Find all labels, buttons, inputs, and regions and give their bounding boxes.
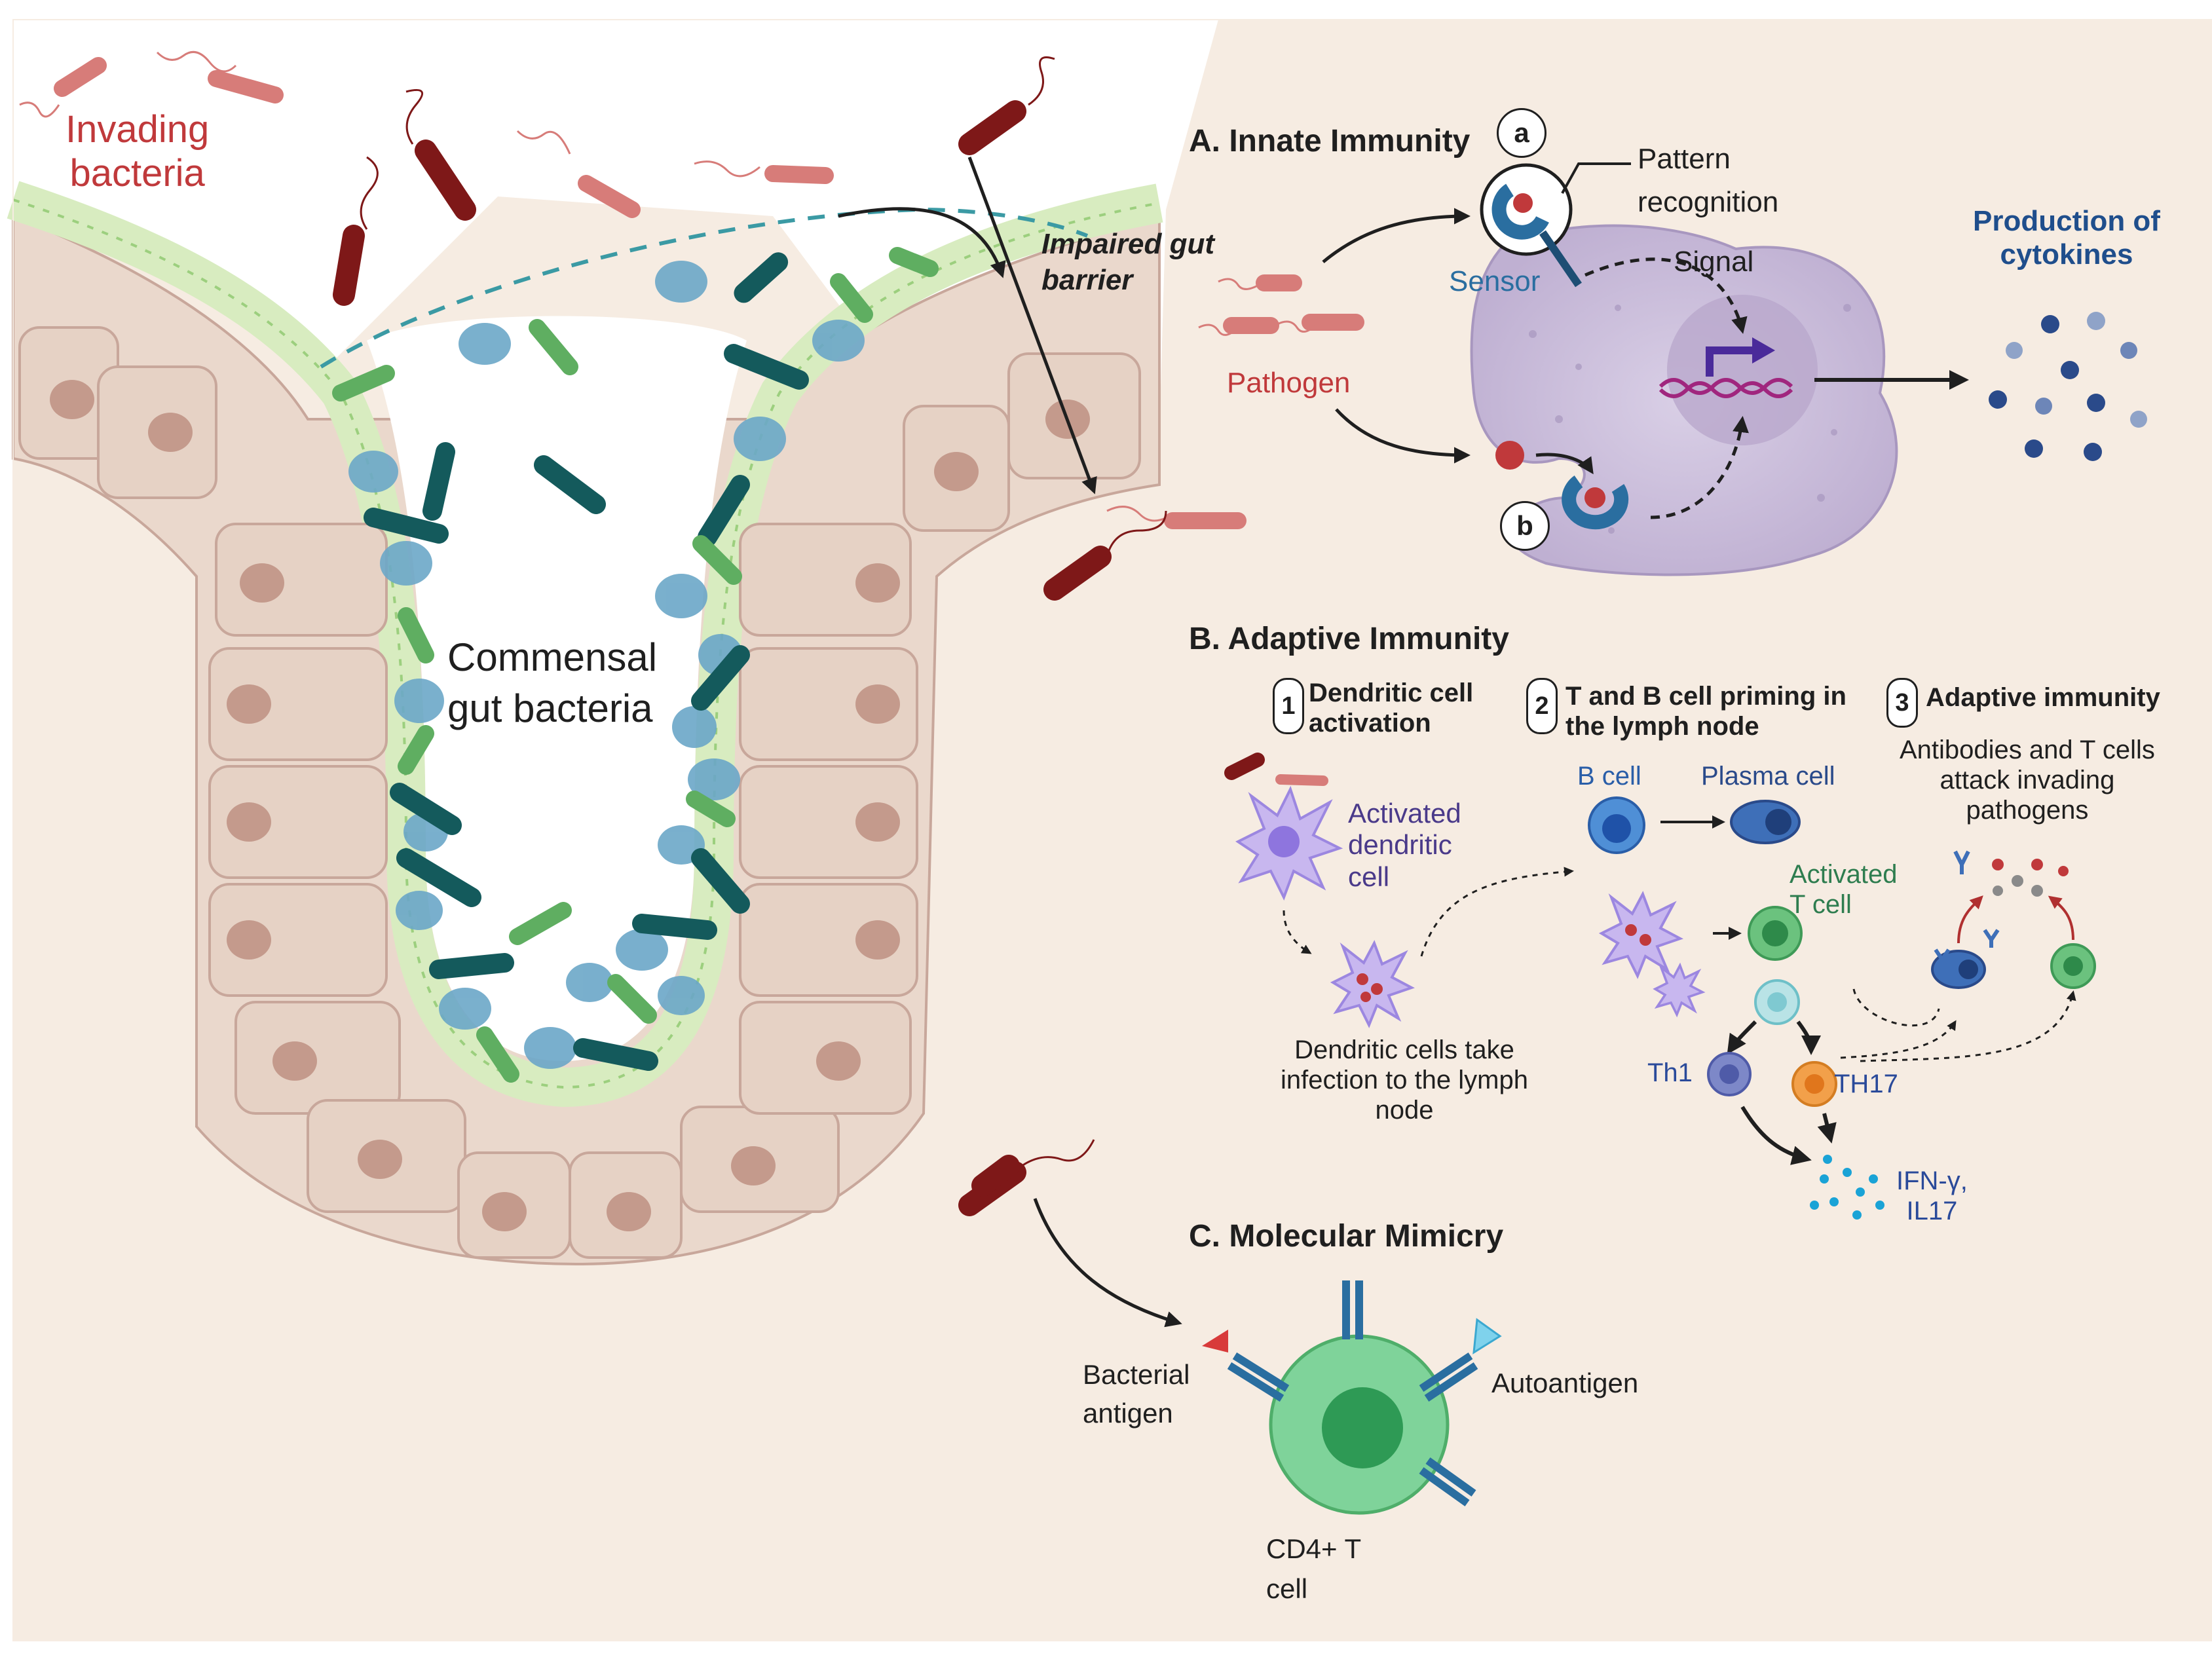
pattern-line1: Pattern [1638,143,1731,175]
b-cell-label: B cell [1577,762,1641,791]
impaired-line2: barrier [1041,264,1133,296]
commensal-label: Commensal gut bacteria [447,632,657,734]
macrophage [1470,224,1898,576]
pathogen-label: Pathogen [1227,367,1351,399]
cd4-line2: cell [1266,1573,1308,1604]
production-line2: cytokines [2000,238,2133,271]
marker-a: a [1497,108,1547,158]
invading-bacteria-label: Invading bacteria [66,108,209,195]
commensal-line1: Commensal [447,635,658,679]
dc-take-line1: Dendritic cells take [1294,1036,1514,1064]
step2-line1: T and B cell priming in [1565,682,1846,711]
production-label: Production of cytokines [1973,205,2160,271]
bacterial-antigen-line1: Bacterial [1083,1359,1190,1390]
attack-line1: Antibodies and T cells [1900,736,2155,764]
barrier-dashed-line [320,207,1089,369]
attack-label: Antibodies and T cells attack invading p… [1900,735,2155,825]
commensal-bacteria [332,247,939,1083]
th17-label: TH17 [1834,1070,1898,1098]
gut-epithelium [7,181,1163,1266]
impaired-line1: Impaired gut [1041,228,1215,260]
autoantigen-label: Autoantigen [1491,1368,1639,1398]
mimicry-artwork [971,1155,1502,1515]
impaired-barrier-label: Impaired gut barrier [1041,226,1214,298]
cd4-line1: CD4+ T [1266,1533,1362,1564]
step3-label: Adaptive immunity [1926,683,2160,712]
activated-t-line2: T cell [1790,890,1852,919]
activated-dc-line1: Activated [1348,798,1461,829]
attack-line2: attack invading [1940,766,2115,794]
bacterial-antigen-line2: antigen [1083,1397,1173,1428]
bacterial-antigen-label: Bacterial antigen [1083,1356,1190,1433]
cytokine-line2: IL17 [1906,1197,1958,1225]
th1-label: Th1 [1647,1058,1693,1087]
step3-number: 3 [1886,678,1918,728]
marker-b: b [1500,501,1550,551]
attack-line3: pathogens [1966,796,2089,825]
dc-take-label: Dendritic cells take infection to the ly… [1281,1035,1528,1125]
cytokine-dots [1989,312,2147,461]
step1-line1: Dendritic cell [1309,679,1474,707]
dc-take-line3: node [1375,1096,1434,1125]
invading-bacteria-line1: Invading [66,108,210,151]
adaptive-artwork [1224,753,2096,1220]
penetration-arrow [838,207,1006,278]
dc-take-line2: infection to the lymph [1281,1066,1528,1094]
step2-line2: the lymph node [1565,712,1759,741]
activated-dc-line3: cell [1348,861,1390,892]
step2-number: 2 [1526,678,1558,734]
commensal-line2: gut bacteria [447,686,653,730]
adaptive-title: B. Adaptive Immunity [1189,622,1509,656]
step1-number: 1 [1273,678,1304,734]
cytokine-line1: IFN-γ, [1896,1166,1968,1195]
innate-title: A. Innate Immunity [1189,124,1471,159]
invading-bacteria-line2: bacteria [69,151,205,195]
plasma-cell-label: Plasma cell [1701,762,1835,791]
mimicry-title: C. Molecular Mimicry [1189,1219,1504,1254]
step1-line2: activation [1309,709,1431,737]
cytokine-names-label: IFN-γ, IL17 [1896,1166,1968,1226]
production-line1: Production of [1973,205,2160,237]
pattern-recognition-label: Pattern recognition [1638,138,1778,224]
activated-t-line1: Activated [1790,860,1898,889]
signal-label: Signal [1674,246,1754,278]
activated-dc-line2: dendritic [1348,829,1452,861]
pattern-line2: recognition [1638,186,1779,218]
activated-t-label: Activated T cell [1790,859,1898,920]
step2-label: T and B cell priming in the lymph node [1565,681,1846,741]
activated-dc-label: Activated dendritic cell [1348,798,1461,893]
sensor-label: Sensor [1449,265,1541,297]
cd4-label: CD4+ T cell [1266,1529,1361,1609]
step1-label: Dendritic cell activation [1309,678,1473,738]
